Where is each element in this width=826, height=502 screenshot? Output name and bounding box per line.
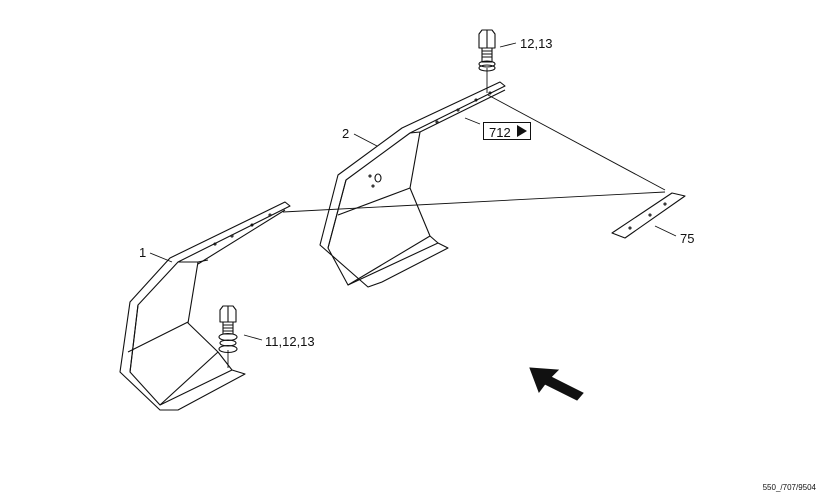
reference-page-number: 712 xyxy=(489,125,511,140)
callout-bolt-bottom: 11,12,13 xyxy=(265,334,315,349)
blade-part-75 xyxy=(612,193,685,238)
leader-lines xyxy=(150,43,676,340)
callout-bolt-top: 12,13 xyxy=(520,36,553,51)
callout-part-1: 1 xyxy=(139,245,147,260)
callout-blade: 75 xyxy=(680,231,695,246)
assembly-lines xyxy=(228,68,665,368)
direction-arrow-icon xyxy=(530,368,583,400)
right-triangle-icon xyxy=(517,125,527,137)
callout-part-2: 2 xyxy=(342,126,350,141)
bolt-top xyxy=(479,30,495,71)
guard-part-1 xyxy=(120,202,290,410)
drawing-code: 550_/707/9504 xyxy=(762,483,816,492)
guard-part-2 xyxy=(320,82,505,287)
bolt-bottom xyxy=(219,306,237,353)
reference-page-box[interactable]: 712 xyxy=(483,122,531,140)
